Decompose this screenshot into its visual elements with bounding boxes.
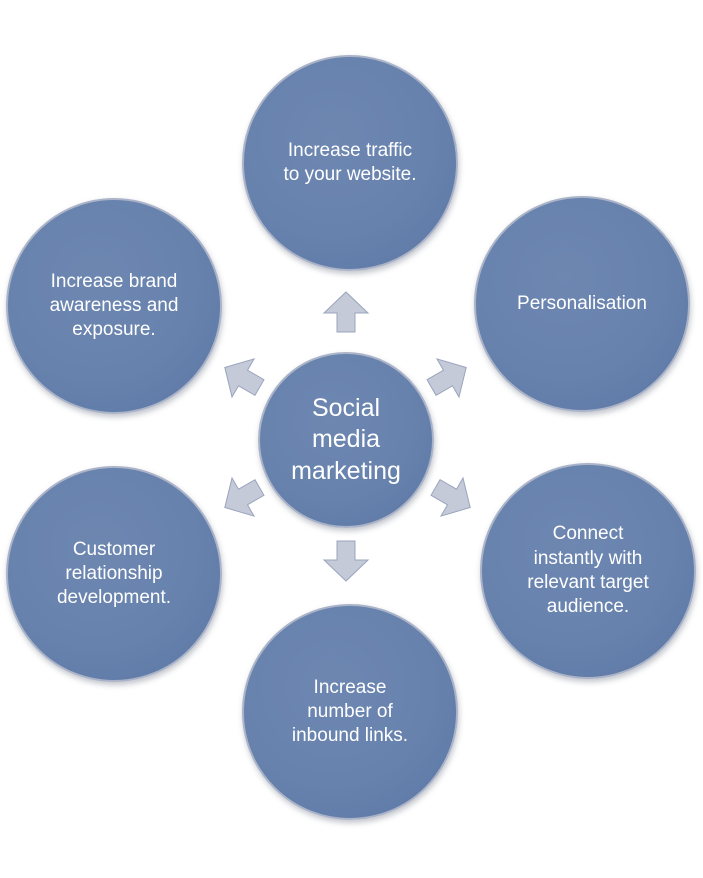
node-upper-left-label: Increase brand awareness and exposure.	[49, 270, 179, 341]
arrow-to-bottom	[322, 540, 370, 582]
node-top: Increase traffic to your website.	[242, 55, 458, 271]
node-center: Social media marketing	[258, 352, 434, 528]
node-upper-right-label: Personalisation	[517, 292, 647, 314]
arrow-to-upper-left	[224, 358, 265, 399]
node-bottom: Increase number of inbound links.	[242, 604, 458, 820]
node-lower-left-label: Customer relationship development.	[56, 538, 172, 609]
arrow-to-lower-left	[224, 476, 265, 517]
arrow-to-top	[322, 291, 370, 333]
arrow-to-upper-right	[426, 358, 467, 399]
node-bottom-label: Increase number of inbound links.	[291, 676, 409, 747]
node-upper-right: Personalisation	[474, 196, 690, 412]
arrow-to-lower-right	[430, 476, 471, 517]
node-lower-right: Connect instantly with relevant target a…	[480, 463, 696, 679]
node-lower-right-label: Connect instantly with relevant target a…	[527, 523, 649, 618]
node-center-label: Social media marketing	[291, 394, 401, 485]
node-upper-left: Increase brand awareness and exposure.	[6, 198, 222, 414]
node-top-label: Increase traffic to your website.	[283, 139, 417, 185]
node-lower-left: Customer relationship development.	[6, 466, 222, 682]
